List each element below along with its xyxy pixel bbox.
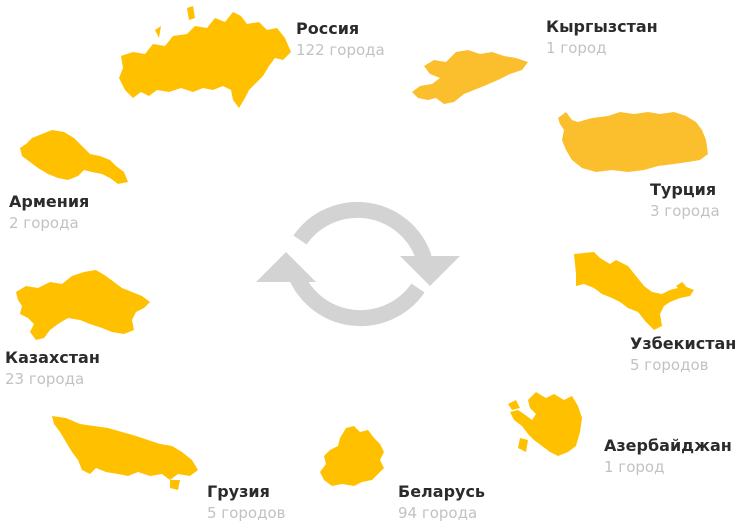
- kyrgyzstan-label: Кыргызстан 1 город: [546, 17, 658, 59]
- belarus-map-icon: [318, 424, 388, 488]
- country-name: Грузия: [207, 482, 270, 501]
- city-count: 5 городов: [630, 356, 709, 374]
- kazakhstan-map-icon: [14, 268, 152, 342]
- uzbekistan-label: Узбекистан 5 городов: [630, 334, 736, 376]
- russia-map-icon: [115, 4, 293, 116]
- country-name: Россия: [296, 19, 360, 38]
- city-count: 1 город: [546, 39, 607, 57]
- city-count: 1 город: [604, 458, 665, 476]
- country-name: Беларусь: [398, 482, 486, 501]
- country-name: Узбекистан: [630, 334, 737, 353]
- city-count: 2 города: [9, 214, 79, 232]
- azerbaijan-map-icon: [506, 390, 584, 462]
- city-count: 3 города: [650, 202, 720, 220]
- country-name: Казахстан: [5, 348, 100, 367]
- refresh-cycle-icon: [254, 178, 464, 350]
- azerbaijan-label: Азербайджан 1 город: [604, 436, 732, 478]
- georgia-map-icon: [50, 414, 200, 492]
- city-count: 23 города: [5, 370, 85, 388]
- armenia-label: Армения 2 города: [9, 192, 89, 234]
- turkey-label: Турция 3 города: [650, 180, 720, 222]
- kyrgyzstan-map-icon: [410, 46, 530, 106]
- city-count: 5 городов: [207, 504, 286, 522]
- russia-label: Россия 122 города: [296, 19, 385, 61]
- country-name: Азербайджан: [604, 436, 732, 455]
- armenia-map-icon: [18, 128, 130, 188]
- country-name: Турция: [650, 180, 717, 199]
- belarus-label: Беларусь 94 города: [398, 482, 485, 524]
- georgia-label: Грузия 5 городов: [207, 482, 285, 524]
- country-name: Кыргызстан: [546, 17, 658, 36]
- kazakhstan-label: Казахстан 23 города: [5, 348, 100, 390]
- city-count: 122 города: [296, 41, 385, 59]
- turkey-map-icon: [556, 110, 710, 174]
- uzbekistan-map-icon: [572, 250, 696, 332]
- country-name: Армения: [9, 192, 90, 211]
- city-count: 94 города: [398, 504, 478, 522]
